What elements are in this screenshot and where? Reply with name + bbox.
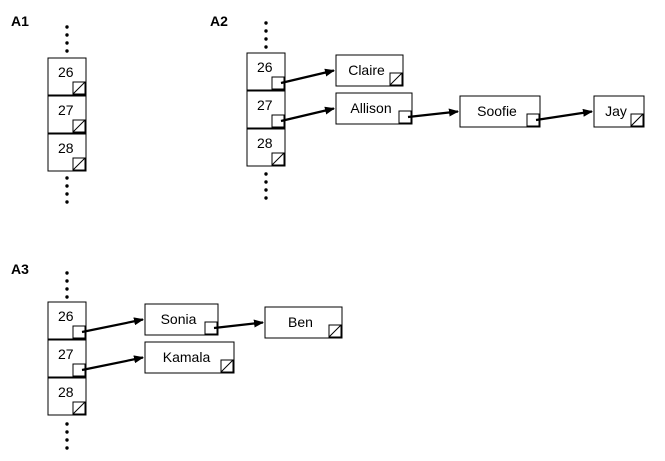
array-a3-ellipsis-bottom-dot-3 bbox=[65, 446, 69, 450]
chain-arrow bbox=[213, 319, 264, 330]
null-pointer-icon-slash bbox=[220, 359, 234, 373]
array-cell-index: 26 bbox=[58, 64, 74, 80]
array-a1-ellipsis-top-dot-1 bbox=[65, 33, 69, 37]
chain-node-name: Ben bbox=[288, 314, 313, 330]
null-pointer-icon-slash bbox=[72, 119, 86, 133]
array-cell-index: 28 bbox=[257, 135, 273, 151]
array-a2-ellipsis-bottom-dot-3 bbox=[264, 196, 268, 200]
null-pointer-icon-slash bbox=[328, 324, 342, 338]
null-pointer-icon-slash bbox=[271, 152, 285, 166]
array-cell-index: 27 bbox=[58, 102, 74, 118]
array-heading-a1: A1 bbox=[11, 13, 29, 29]
chain-arrow bbox=[280, 68, 335, 85]
array-a3-ellipsis-top-dot-2 bbox=[65, 287, 69, 291]
array-a1-ellipsis-top-dot-3 bbox=[65, 49, 69, 53]
array-heading-a3: A3 bbox=[11, 261, 29, 277]
chain-arrow bbox=[407, 108, 459, 119]
null-pointer-icon-slash bbox=[389, 72, 403, 86]
array-a2-ellipsis-top-dot-3 bbox=[264, 45, 268, 49]
chain-node-name: Sonia bbox=[161, 311, 197, 327]
array-a2-ellipsis-top-dot-0 bbox=[264, 21, 268, 25]
array-heading-a2: A2 bbox=[210, 13, 228, 29]
array-cell-index: 28 bbox=[58, 384, 74, 400]
chain-node-name: Jay bbox=[605, 103, 627, 119]
array-cell-index: 26 bbox=[58, 308, 74, 324]
array-a1-ellipsis-top-dot-0 bbox=[65, 25, 69, 29]
null-pointer-icon-slash bbox=[72, 401, 86, 415]
array-cell-a2-26 bbox=[246, 52, 286, 91]
array-a1-ellipsis-bottom-dot-1 bbox=[65, 184, 69, 188]
array-cell-index: 26 bbox=[257, 59, 273, 75]
array-a2-ellipsis-top-dot-2 bbox=[264, 37, 268, 41]
array-a2-ellipsis-top-dot-1 bbox=[264, 29, 268, 33]
array-a1-ellipsis-top-dot-2 bbox=[65, 41, 69, 45]
chain-node-name: Soofie bbox=[477, 103, 517, 119]
chain-node-name: Claire bbox=[348, 62, 385, 78]
array-cell-index: 27 bbox=[58, 346, 74, 362]
array-cell-index: 28 bbox=[58, 140, 74, 156]
array-a3-ellipsis-top-dot-3 bbox=[65, 295, 69, 299]
array-a1-ellipsis-bottom-dot-3 bbox=[65, 200, 69, 204]
chain-node-name: Kamala bbox=[163, 349, 211, 365]
array-a2-ellipsis-bottom-dot-0 bbox=[264, 172, 268, 176]
chain-arrow bbox=[535, 108, 593, 122]
array-cell-a1-26 bbox=[47, 57, 87, 96]
chain-arrow bbox=[81, 355, 144, 372]
null-pointer-icon-slash bbox=[72, 81, 86, 95]
array-a3-ellipsis-bottom-dot-0 bbox=[65, 422, 69, 426]
chain-arrow bbox=[280, 106, 335, 123]
chain-node-kamala bbox=[144, 341, 235, 374]
array-a2-ellipsis-bottom-dot-2 bbox=[264, 188, 268, 192]
array-a1-ellipsis-bottom-dot-2 bbox=[65, 192, 69, 196]
array-a3-ellipsis-bottom-dot-1 bbox=[65, 430, 69, 434]
null-pointer-icon-slash bbox=[72, 157, 86, 171]
null-pointer-icon-slash bbox=[630, 113, 644, 127]
array-a3-ellipsis-top-dot-0 bbox=[65, 271, 69, 275]
chain-arrow bbox=[81, 317, 144, 334]
array-a3-ellipsis-bottom-dot-2 bbox=[65, 438, 69, 442]
array-a3-ellipsis-top-dot-1 bbox=[65, 279, 69, 283]
chain-node-name: Allison bbox=[350, 100, 391, 116]
array-a1-ellipsis-bottom-dot-0 bbox=[65, 176, 69, 180]
array-cell-index: 27 bbox=[257, 97, 273, 113]
array-a2-ellipsis-bottom-dot-1 bbox=[264, 180, 268, 184]
